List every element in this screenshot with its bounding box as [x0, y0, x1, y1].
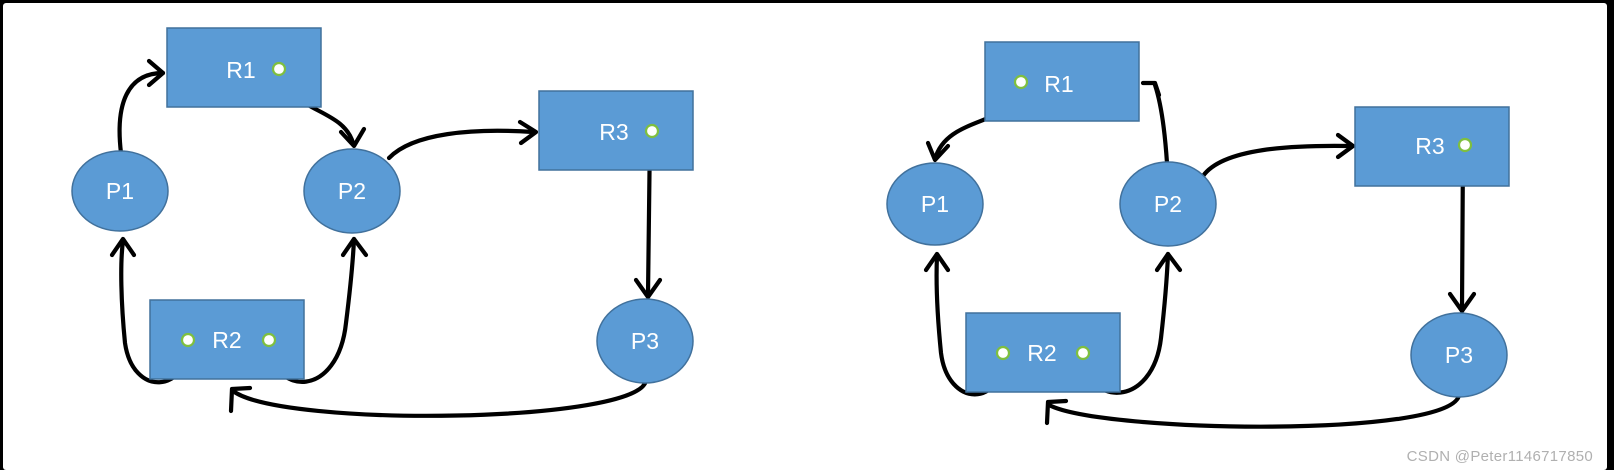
- arrowhead-r3: [1335, 132, 1356, 160]
- arrowhead-r1: [1140, 80, 1162, 98]
- arrowhead-p2-bottom: [1154, 251, 1183, 273]
- process-p3-label: P3: [631, 328, 659, 354]
- arrowhead-r2-bottom: [228, 385, 253, 414]
- watermark: CSDN @Peter1146717850: [1406, 448, 1593, 465]
- process-p1: P1: [71, 150, 169, 232]
- resource-r3-label: R3: [1415, 133, 1444, 159]
- arrowhead-r3: [517, 119, 539, 146]
- resource-r2-label: R2: [1027, 340, 1056, 366]
- resource-r3: R3: [538, 90, 694, 171]
- edge-p1-to-r1: [117, 70, 166, 156]
- arrowhead-p1-bottom: [109, 236, 137, 258]
- process-p3-label: P3: [1445, 342, 1473, 368]
- edge-p3-to-r2: [1046, 392, 1462, 429]
- resource-r1-label: R1: [226, 57, 255, 83]
- process-p2: P2: [303, 148, 401, 234]
- arrowhead-p3: [633, 277, 663, 300]
- arrowhead-p2-top: [338, 126, 367, 149]
- edge-p2-to-r3: [386, 128, 536, 161]
- resource-r2: R2: [965, 312, 1121, 393]
- instance-dot: [1457, 137, 1473, 153]
- graph-right: R1 R2 R3 P1 P2 P3: [886, 41, 1510, 429]
- resource-r1: R1: [984, 41, 1140, 122]
- diagram-canvas: R1 R2 R3 P1 P2 P3: [3, 3, 1607, 470]
- resource-r2: R2: [149, 299, 305, 380]
- instance-dot: [644, 123, 660, 139]
- graph-left: R1 R2 R3 P1 P2 P3: [71, 27, 694, 418]
- process-p1-label: P1: [106, 178, 134, 204]
- arrowhead-p1-top: [925, 140, 951, 163]
- process-p3: P3: [1410, 312, 1508, 398]
- instance-dot: [180, 332, 196, 348]
- resource-r1-label: R1: [1044, 71, 1073, 97]
- instance-dot: [261, 332, 277, 348]
- instance-dot: [271, 61, 287, 77]
- resource-r3-label: R3: [599, 119, 628, 145]
- process-p2: P2: [1119, 161, 1217, 247]
- instance-dot: [1075, 345, 1091, 361]
- arrowhead-p2-bottom: [340, 236, 369, 258]
- resource-r1: R1: [166, 27, 322, 108]
- process-p1: P1: [886, 162, 984, 246]
- instance-dot: [995, 345, 1011, 361]
- edge-p2-to-r3: [1200, 143, 1354, 179]
- resource-r2-label: R2: [212, 327, 241, 353]
- process-p3: P3: [596, 298, 694, 384]
- instance-dot: [1013, 74, 1029, 90]
- process-p2-label: P2: [338, 178, 366, 204]
- edge-p3-to-r2: [230, 377, 649, 418]
- arrowhead-p3: [1447, 291, 1477, 314]
- arrowhead-r2-bottom: [1044, 398, 1069, 426]
- resource-allocation-graphs: R1 R2 R3 P1 P2 P3: [71, 27, 1510, 429]
- process-p2-label: P2: [1154, 191, 1182, 217]
- process-p1-label: P1: [921, 191, 949, 217]
- arrowhead-p1-bottom: [923, 251, 951, 273]
- resource-r3: R3: [1354, 106, 1510, 187]
- arrowhead-r1: [146, 58, 166, 88]
- edge-p2-to-r1: [1152, 82, 1170, 166]
